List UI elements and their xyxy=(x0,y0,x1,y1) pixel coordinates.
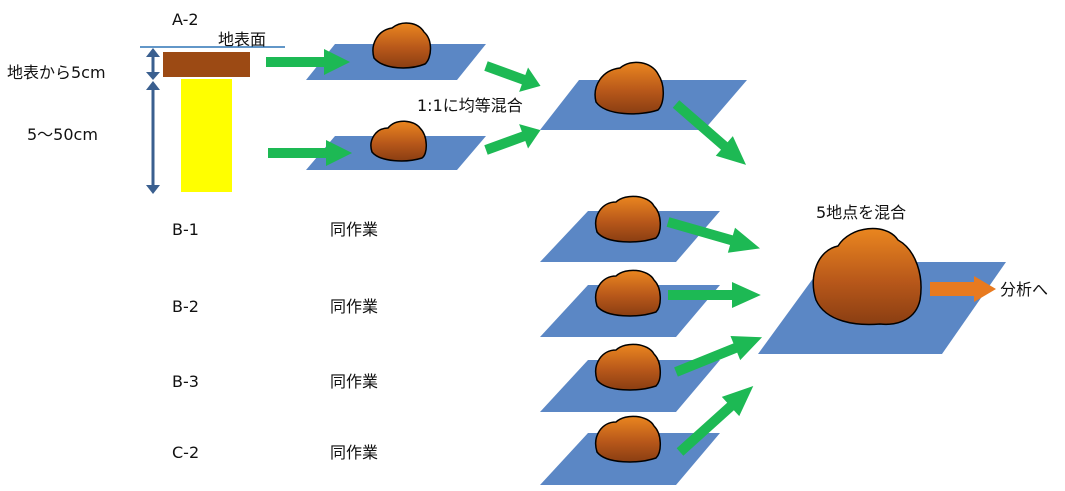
site-label-c2: C-2 xyxy=(172,443,200,462)
label-to-analysis: 分析へ xyxy=(1000,280,1049,299)
tray-a2-top xyxy=(306,22,486,80)
tray-c2 xyxy=(540,415,720,485)
label-a2: A-2 xyxy=(172,10,199,29)
label-ground-surface: 地表面 xyxy=(218,30,267,49)
subsoil-layer xyxy=(181,79,232,192)
site-task-b2: 同作業 xyxy=(330,297,379,316)
depth-arrow-bottom xyxy=(146,81,160,194)
label-mix-equal: 1:1に均等混合 xyxy=(417,96,523,115)
arrow-top-tray-to-mix xyxy=(481,53,545,99)
site-task-b3: 同作業 xyxy=(330,372,379,391)
tray-b2 xyxy=(540,269,720,337)
tray-mixed-1to1 xyxy=(540,61,747,130)
site-task-c2: 同作業 xyxy=(330,443,379,462)
topsoil-layer xyxy=(163,52,250,77)
label-depth-range: 5〜50cm xyxy=(27,125,98,144)
tray-b3 xyxy=(540,343,720,412)
site-label-b3: B-3 xyxy=(172,372,199,391)
soil-profile xyxy=(140,46,285,194)
site-task-b1: 同作業 xyxy=(330,220,379,239)
label-mix-five: 5地点を混合 xyxy=(816,203,907,222)
site-label-b1: B-1 xyxy=(172,220,199,239)
arrow-to-analysis xyxy=(930,276,996,302)
tray-a2-bottom xyxy=(306,120,486,170)
site-label-b2: B-2 xyxy=(172,297,199,316)
label-depth-top: 地表から5cm xyxy=(7,63,106,82)
arrow-bottom-tray-to-mix xyxy=(481,117,545,163)
depth-arrow-top xyxy=(146,48,160,80)
